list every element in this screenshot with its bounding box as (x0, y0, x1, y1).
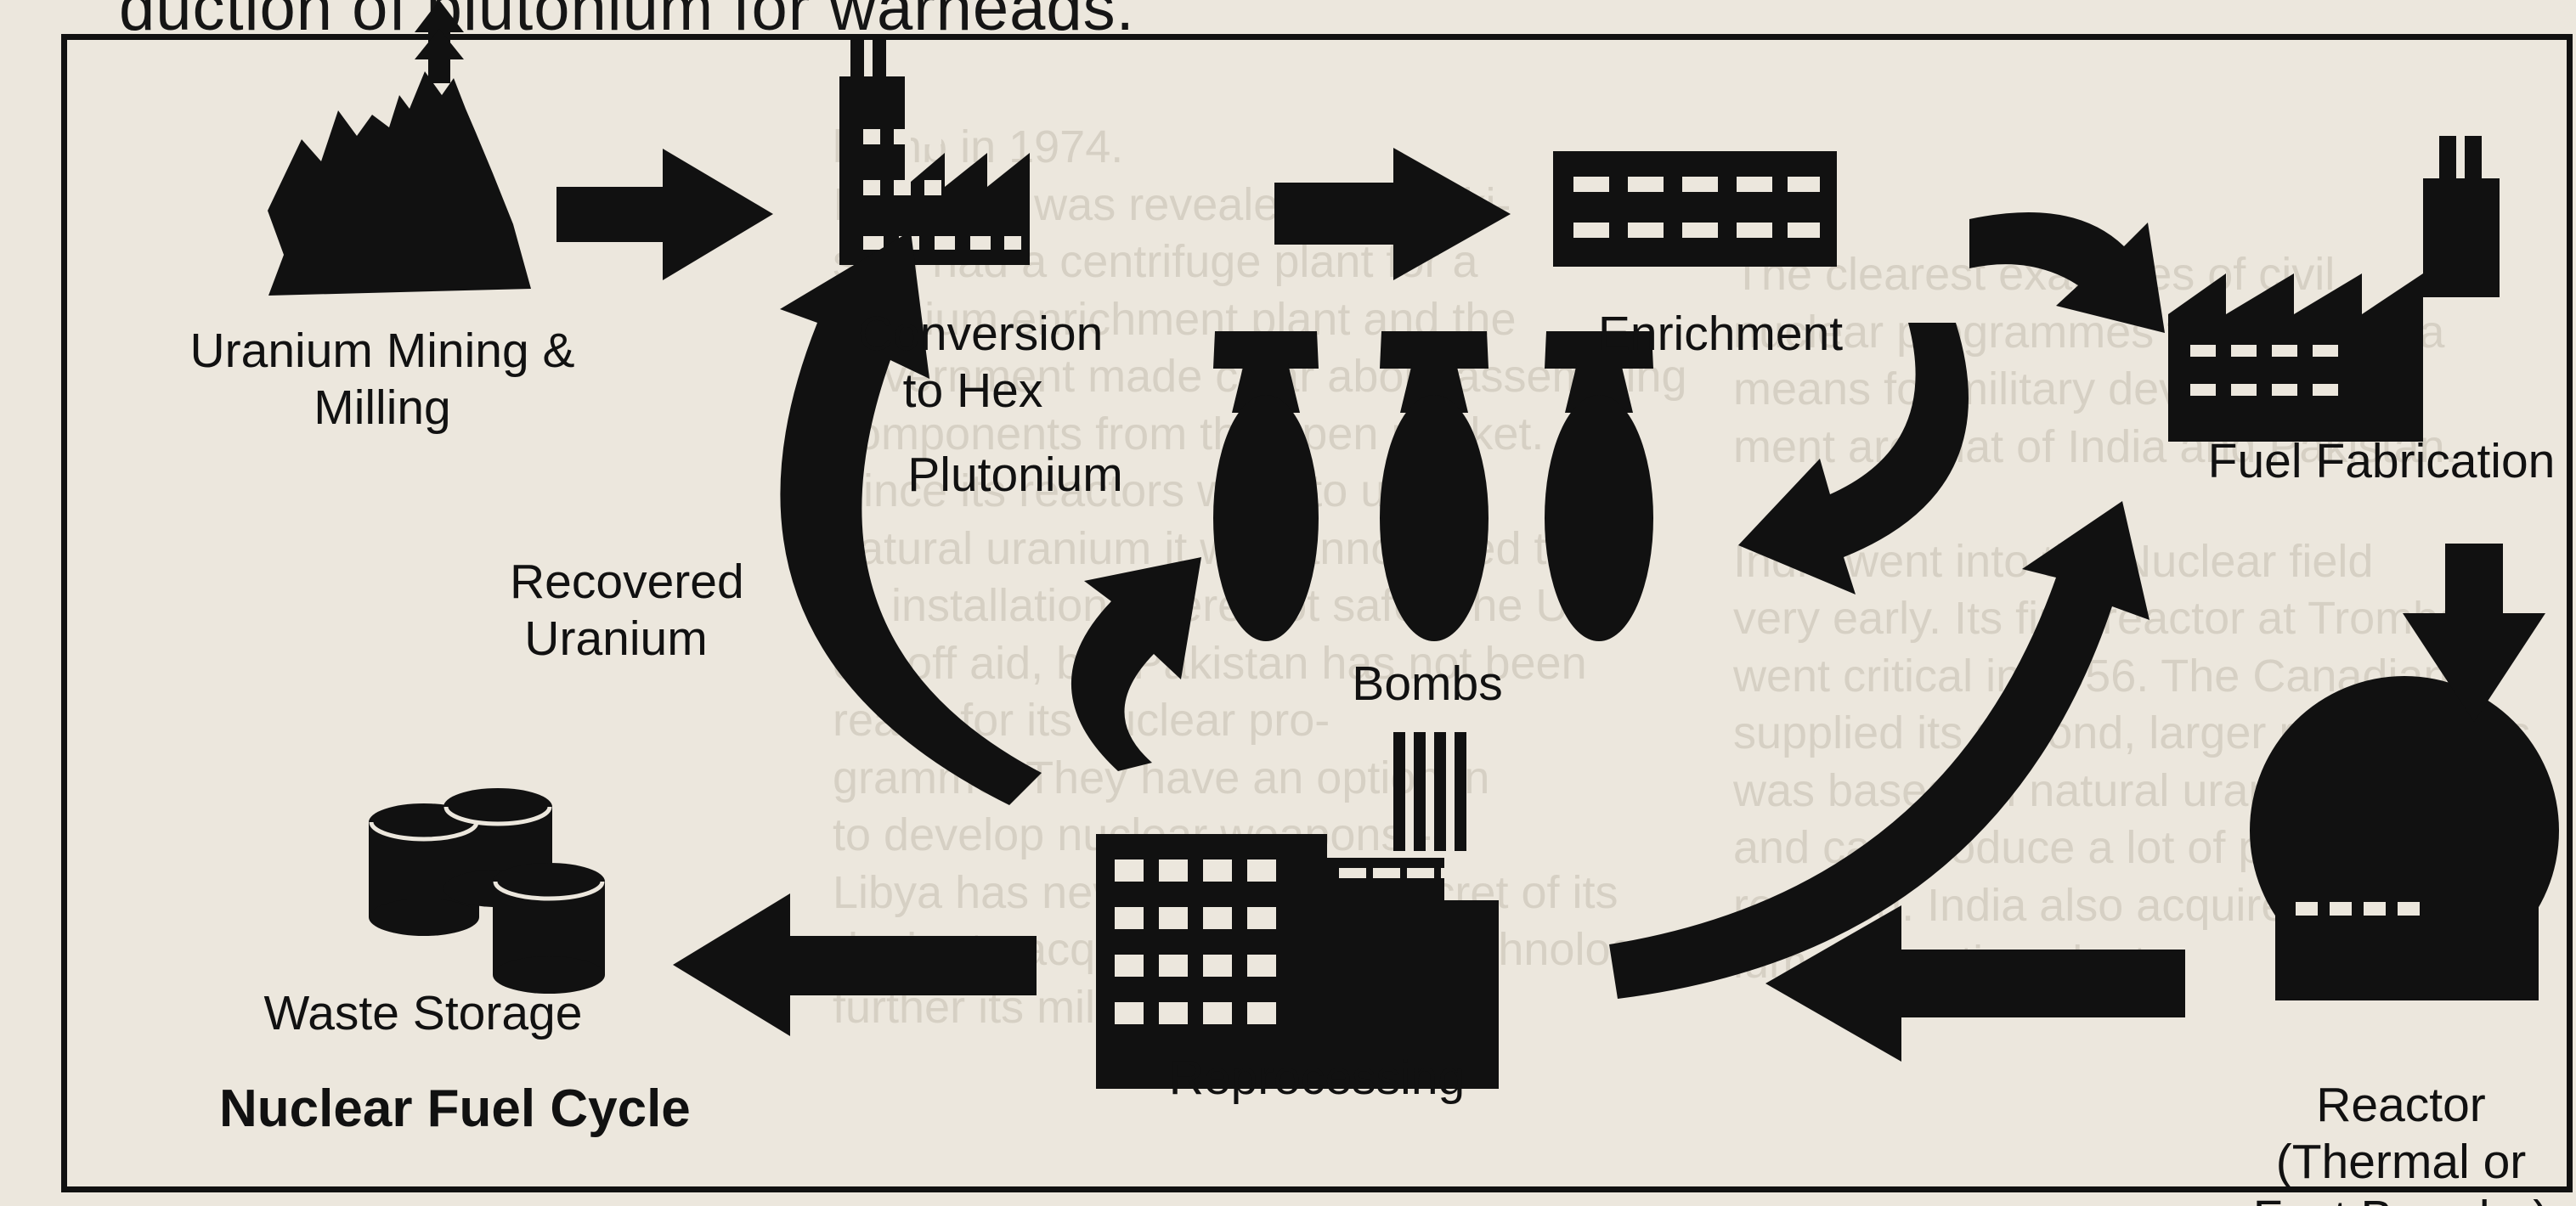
fabrication-factory-icon (2168, 136, 2500, 442)
stage-label-mining: Uranium Mining & Milling (189, 324, 575, 435)
flow-label-plutonium: Plutonium (907, 448, 1123, 502)
arrow-reprocessing-to-waste (673, 893, 1037, 1036)
bomb-icon (1213, 331, 1319, 641)
stage-label-reprocessing: Reprocessing (1168, 1051, 1466, 1105)
flow-label-recovered-uranium: Recovered Uranium (510, 555, 744, 666)
arrow-recovered-uranium (780, 231, 1042, 805)
arrow-fabrication-to-reactor (2403, 544, 2545, 722)
diagram-frame (61, 34, 2573, 1192)
flow-label-bombs: Bombs (1352, 657, 1503, 711)
arrow-mining-to-conversion (556, 149, 773, 280)
diagram-title: Nuclear Fuel Cycle (219, 1079, 691, 1138)
reprocessing-plant-icon (1096, 732, 1499, 1089)
arrow-reprocessing-to-bombs (1071, 557, 1201, 771)
conversion-factory-icon (839, 37, 1030, 265)
bomb-icon (1545, 331, 1653, 641)
arrow-conversion-to-enrichment (1274, 148, 1511, 280)
enrichment-plant-icon (1553, 151, 1837, 267)
bomb-icon (1380, 331, 1489, 641)
waste-drums-icon (369, 788, 605, 994)
arrow-enrichment-to-fabrication (1969, 211, 2165, 333)
reactor-building-icon (2250, 676, 2559, 1000)
stage-label-enrichment: Enrichment (1597, 307, 1844, 361)
arrow-reactor-to-reprocessing (1765, 905, 2185, 1062)
stage-label-waste: Waste Storage (263, 986, 583, 1040)
stage-label-fabrication: Fuel Fabrication (2207, 434, 2556, 488)
arrow-reactor-plutonium-up (1609, 501, 2149, 999)
mining-mountain-icon (268, 0, 531, 296)
stage-label-conversion: Conversion to Hex (858, 307, 1104, 418)
arrow-enrichment-to-bombs (1738, 323, 1969, 595)
stage-label-reactor: Reactor (Thermal or Fast Breeder) (2253, 1078, 2549, 1206)
